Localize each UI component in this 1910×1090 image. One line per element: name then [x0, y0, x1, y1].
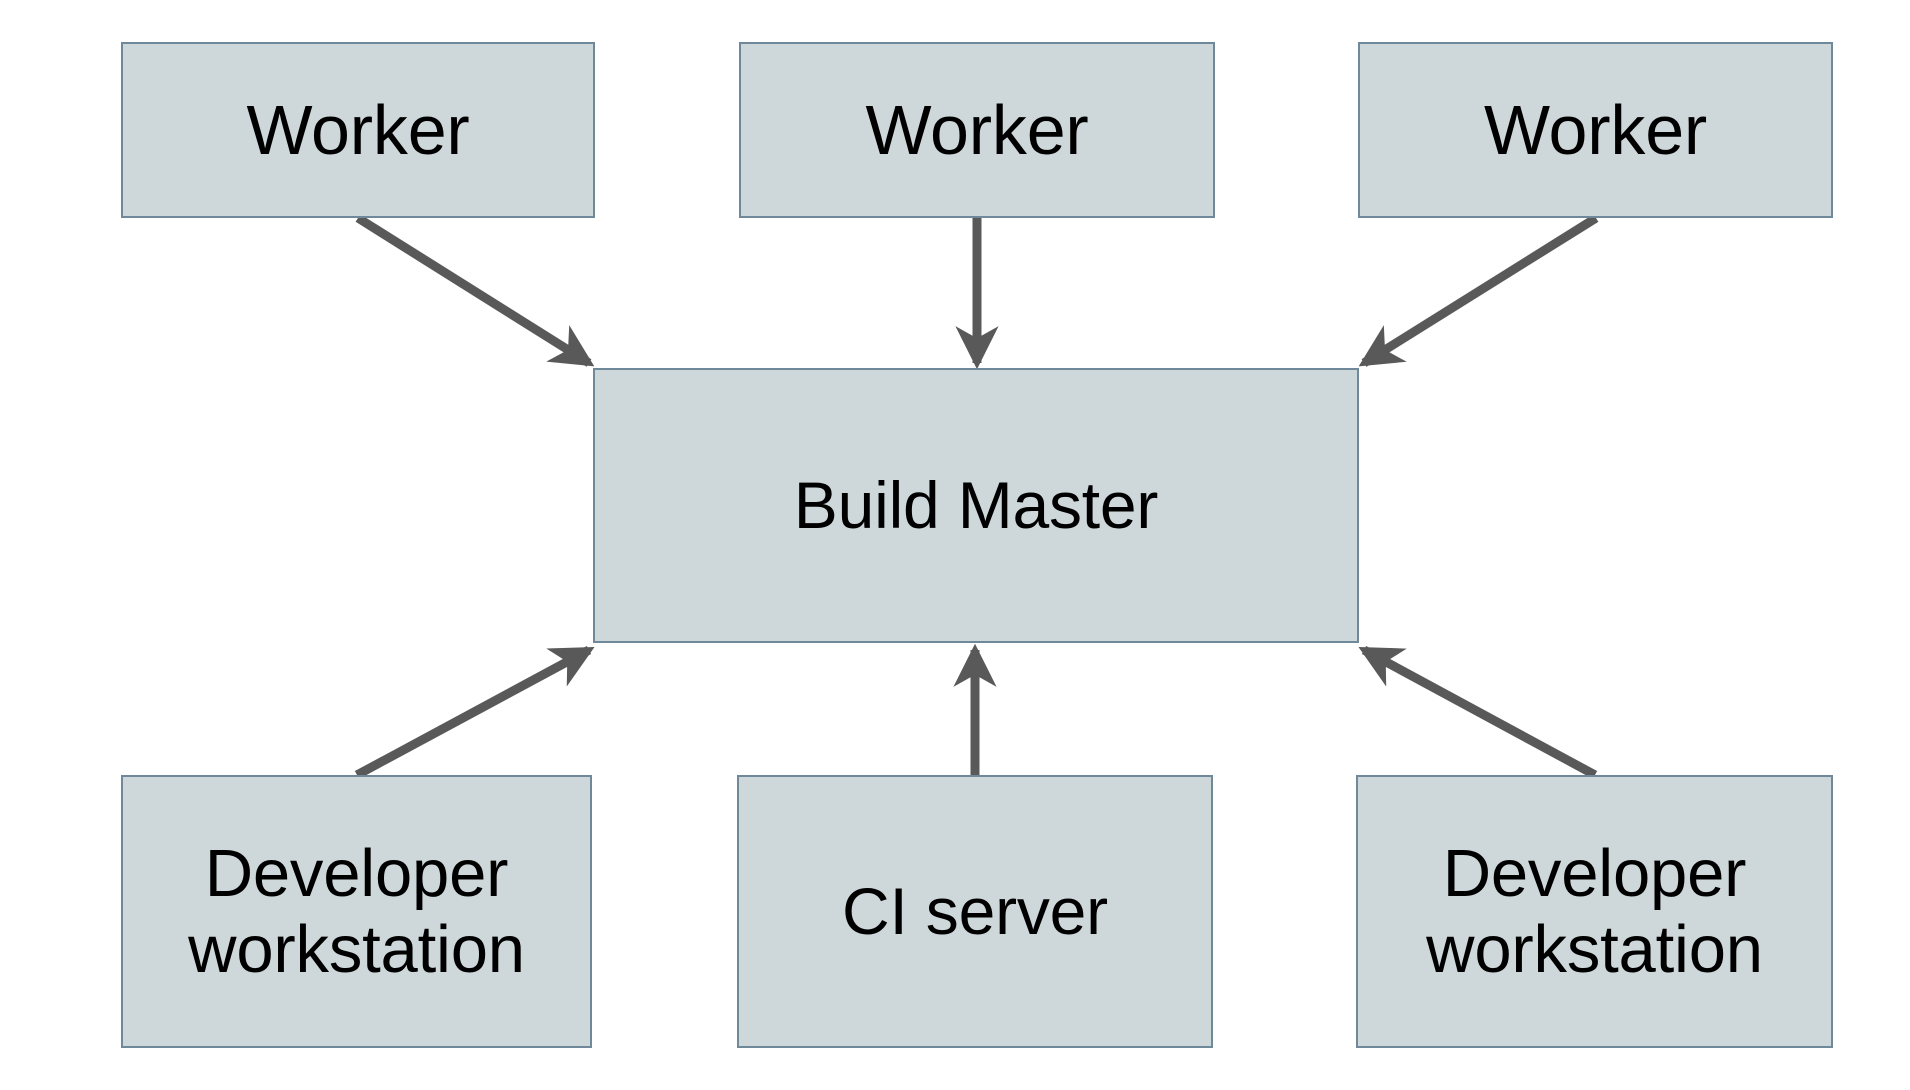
- edge-worker-3-to-build-master: [1358, 214, 1599, 367]
- node-build-master[interactable]: Build Master: [593, 368, 1359, 643]
- edge-worker-1-to-build-master: [355, 214, 595, 367]
- node-ci-server[interactable]: CI server: [737, 775, 1213, 1048]
- edge-dev-workstation-1-to-build-master: [354, 646, 595, 779]
- node-label: Developer workstation: [188, 836, 525, 987]
- node-label: Worker: [1483, 90, 1708, 169]
- edge-dev-workstation-2-to-build-master: [1358, 646, 1598, 779]
- node-worker-1[interactable]: Worker: [121, 42, 595, 218]
- node-dev-workstation-1[interactable]: Developer workstation: [121, 775, 592, 1048]
- node-worker-3[interactable]: Worker: [1358, 42, 1833, 218]
- node-label: Build Master: [793, 467, 1159, 542]
- node-label: Worker: [246, 90, 470, 169]
- node-worker-2[interactable]: Worker: [739, 42, 1215, 218]
- node-dev-workstation-2[interactable]: Developer workstation: [1356, 775, 1833, 1048]
- node-label: Developer workstation: [1426, 836, 1763, 987]
- node-label: Worker: [865, 90, 1089, 169]
- node-label: CI server: [842, 873, 1108, 948]
